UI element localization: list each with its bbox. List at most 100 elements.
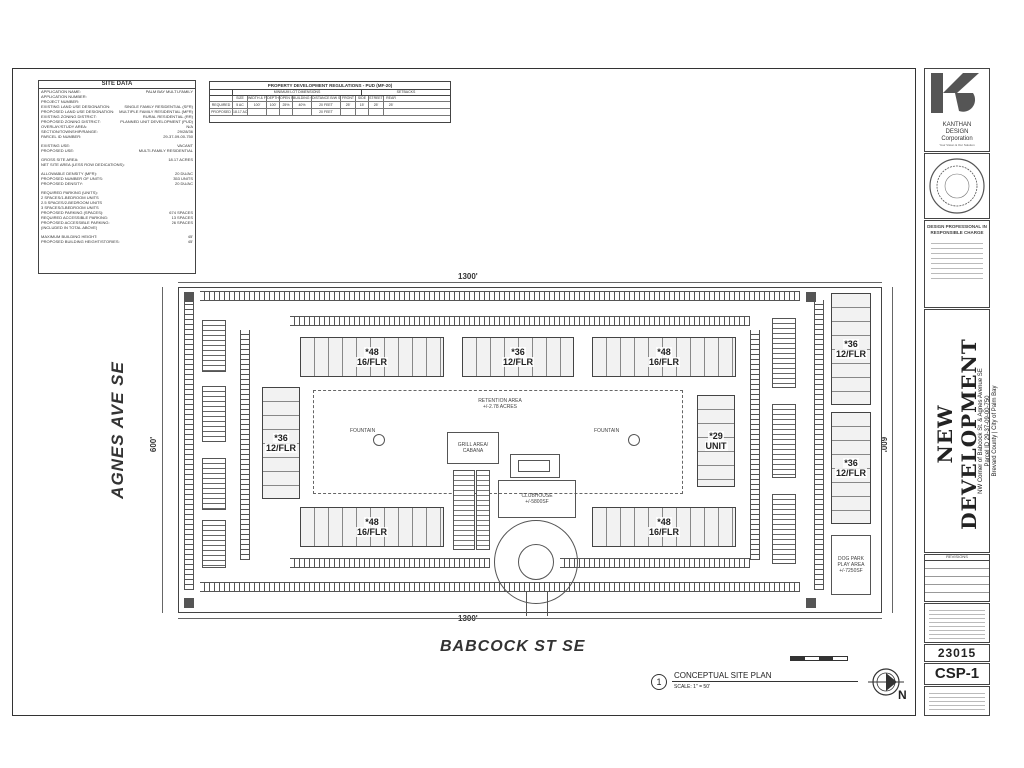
regulations-group-min-lot: MINIMUM LOT DIMENSIONS <box>232 90 361 95</box>
regulations-cell: 100' <box>266 102 279 108</box>
drawing-frame <box>12 68 916 716</box>
title-block-project-number: 23015 <box>924 644 990 662</box>
site-data-value: VACANT <box>177 143 193 148</box>
site-data-value: 26 SPACES <box>171 220 194 225</box>
regulations-cell: STREET <box>368 96 383 101</box>
site-data-label: PROPOSED LAND USE DESIGNATION: <box>41 109 115 114</box>
title-block-revisions: REVISIONS <box>924 554 990 602</box>
regulations-cell: 5 AC <box>232 102 247 108</box>
site-data-value: 18.17 ACRES <box>168 157 193 162</box>
title-block-sheet: CSP-1 <box>924 663 990 685</box>
regulations-cell: REQUIRED <box>211 103 231 107</box>
dog-park: DOG PARK PLAY AREA +/-7250SF <box>831 535 871 595</box>
site-data-title: SITE DATA <box>39 81 195 89</box>
corner-marker-ne <box>806 292 816 302</box>
fountain-label-east: FOUNTAIN <box>594 428 620 434</box>
site-data-row: PROPOSED ZONING DISTRICT:PLANNED UNIT DE… <box>39 119 195 124</box>
pool-inner <box>518 460 550 472</box>
dimension-line-left <box>162 287 163 613</box>
site-data-value: 353 UNITS <box>173 176 193 181</box>
site-data-label: REQUIRED PARKING (UNITS): <box>41 190 98 195</box>
regulations-cell: DEPTH <box>266 96 279 101</box>
regulations-cell <box>279 109 292 115</box>
corner-marker-nw <box>184 292 194 302</box>
site-data-row: PROPOSED NUMBER OF UNITS: 353 UNITS <box>39 176 195 181</box>
title-block-footer <box>924 686 990 716</box>
regulations-cell <box>247 109 266 115</box>
site-data-value: 20 DU/AC <box>174 171 193 176</box>
site-data-label: PROPOSED NUMBER OF UNITS: <box>41 176 104 181</box>
title-block-project: NEW DEVELOPMENT NW Corner of Babcock St.… <box>924 309 998 553</box>
site-data-label: 2.5 SPACES/2-BEDROOM UNITS <box>41 200 103 205</box>
north-label: N <box>898 688 907 702</box>
site-data-row: GROSS SITE AREA: 18.17 ACRES <box>39 157 195 162</box>
dimension-top: 1300' <box>458 272 478 281</box>
site-data-value: 29/28/36 <box>177 129 193 134</box>
site-data-row: (INCLUDED IN TOTAL ABOVE) <box>39 225 195 230</box>
title-block-logo: KANTHAN DESIGN Corporation Your Vision &… <box>924 68 990 152</box>
parking-aisle-center-right <box>476 470 490 550</box>
site-data-row: MAXIMUM BUILDING HEIGHT:45' <box>39 234 195 239</box>
dimension-line-bottom <box>178 618 882 619</box>
project-address-2: Parcel ID 29-37-09-00-750 <box>985 395 991 467</box>
regulations-cell: SIZE <box>232 96 247 101</box>
caption-scale: SCALE: 1" = 50' <box>674 684 710 690</box>
project-number: 23015 <box>937 646 977 660</box>
sheet-number: CSP-1 <box>934 665 980 682</box>
property-boundary <box>178 287 882 613</box>
regulations-cell <box>210 96 232 101</box>
regulations-group-setbacks: SETBACKS <box>361 90 450 95</box>
regulations-cell: 25' <box>368 102 383 108</box>
site-data-value: MULTI-FAMILY RESIDENTIAL <box>138 148 193 153</box>
site-data-label: PROJECT NUMBER: <box>41 99 80 104</box>
parking-island-w3 <box>202 458 226 510</box>
caption-line <box>672 681 858 682</box>
site-data-row: PROPOSED DENSITY:20 DU/AC <box>39 181 195 186</box>
site-data-row: 2 SPACES/1-BEDROOM UNITS <box>39 195 195 200</box>
entrance-drive <box>526 592 548 616</box>
site-data-value: N/A <box>186 124 193 129</box>
fountain-icon <box>628 434 640 446</box>
caption-title: CONCEPTUAL SITE PLAN <box>674 671 772 680</box>
site-data-row: APPLICATION NUMBER: <box>39 94 195 99</box>
regulations-cell: DISTANCE B/W STRUCTURES <box>311 96 340 101</box>
site-data-row: EXISTING ZONING DISTRICT:RURAL RESIDENTI… <box>39 114 195 119</box>
site-data-value: 45' <box>187 234 193 239</box>
regulations-cell: 15' <box>355 102 368 108</box>
dimension-line-top <box>178 282 882 283</box>
site-data-row: PROPOSED USE:MULTI-FAMILY RESIDENTIAL <box>39 148 195 153</box>
site-data-label: PROPOSED DENSITY: <box>41 181 84 186</box>
parking-col-west-inner <box>240 330 250 560</box>
site-data-row: 2.5 SPACES/2-BEDROOM UNITS <box>39 200 195 205</box>
responsible-charge-heading: DESIGN PROFESSIONAL IN RESPONSIBLE CHARG… <box>927 224 987 235</box>
site-data-row: APPLICATION NAME:PALM BAY MULTI-FAMILY <box>39 89 195 94</box>
corner-marker-sw <box>184 598 194 608</box>
regulations-cell: 25% <box>279 102 292 108</box>
revisions-heading: REVISIONS <box>925 554 989 561</box>
street-label-west: AGNES AVE SE <box>108 361 127 499</box>
parking-island-e3 <box>772 494 796 564</box>
site-data-value: 674 SPACES <box>169 210 193 215</box>
site-data-label: NET SITE AREA (LESS ROW DEDICATIONS): <box>41 162 125 167</box>
street-label-south: BABCOCK ST SE <box>440 638 586 655</box>
site-data-label: ALLOWABLE DENSITY (MFR): <box>41 171 98 176</box>
entrance-roundabout <box>494 520 578 604</box>
project-address-3: Brevard County | City of Palm Bay <box>992 385 998 477</box>
dimension-line-right <box>892 287 893 613</box>
site-data-label: SECTION/TOWNSHIP/RANGE: <box>41 129 98 134</box>
parking-aisle-center-left <box>453 470 475 550</box>
site-data-value: 29-37-09-00-750 <box>163 134 193 139</box>
parking-col-east <box>814 300 824 590</box>
site-data-label: GROSS SITE AREA: <box>41 157 79 162</box>
regulations-cell <box>340 109 355 115</box>
site-data-value: MULTIPLE FAMILY RESIDENTIAL (MFR) <box>119 109 193 114</box>
title-block-notes <box>924 603 990 643</box>
